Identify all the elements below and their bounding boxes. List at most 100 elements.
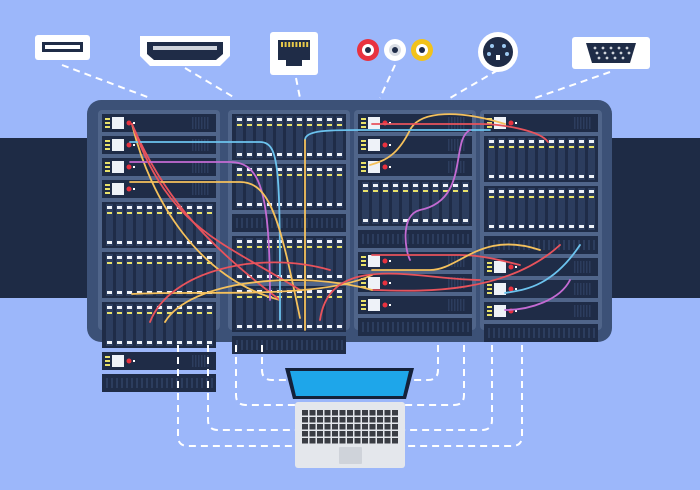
drive-led-yellow [207, 312, 212, 314]
drive-led [579, 140, 584, 143]
vent-slit [460, 277, 462, 289]
vent-slit [195, 139, 197, 151]
vent-slit [407, 322, 409, 332]
cable [129, 181, 301, 319]
drive-led-yellow [177, 212, 182, 214]
drive-bay [306, 116, 313, 158]
drive-led-yellow [579, 146, 584, 148]
vent-slit [296, 340, 298, 350]
drive-led-yellow [307, 246, 312, 248]
drive-led [327, 325, 332, 328]
vent-slit [432, 322, 434, 332]
drive-bay [236, 288, 243, 330]
unit-panel [112, 183, 124, 195]
drive-led [539, 140, 544, 143]
drive-led [307, 168, 312, 171]
drive-led-yellow [327, 124, 332, 126]
cable [369, 113, 506, 166]
drive-led-yellow [297, 246, 302, 248]
key [324, 431, 331, 437]
drive-bay [326, 238, 333, 280]
drive-led [589, 190, 594, 193]
led-yellow [361, 300, 366, 302]
vent-slit [448, 277, 450, 289]
drive-bay [442, 182, 449, 224]
vent-slit [523, 328, 525, 338]
unit-panel [368, 139, 380, 151]
drive-led-yellow [317, 246, 322, 248]
key [317, 438, 323, 444]
vent-slit [580, 117, 582, 129]
vent-slit [151, 378, 153, 388]
drive-bay [558, 188, 565, 230]
drive-led-yellow [549, 146, 554, 148]
drive-led [137, 306, 142, 309]
drive-led [363, 184, 368, 187]
drive-led [317, 325, 322, 328]
unit-bg [358, 252, 472, 270]
vent-slit [493, 328, 495, 338]
drive-led [107, 291, 112, 294]
led-yellow [105, 126, 110, 128]
led-yellow [487, 122, 492, 124]
vent-slit [437, 322, 439, 332]
drive-bay [176, 254, 183, 296]
dashed-line [61, 64, 151, 99]
drive-led [489, 140, 494, 143]
key [347, 417, 353, 423]
drive-led-yellow [489, 196, 494, 198]
key [362, 417, 368, 423]
drive-led [317, 275, 322, 278]
vent-slit [463, 299, 465, 311]
drive-led [569, 175, 574, 178]
vent-slit [586, 305, 588, 317]
drive-bay [568, 188, 575, 230]
led-yellow [487, 306, 492, 308]
drive-led [237, 240, 242, 243]
vent-slit [156, 378, 158, 388]
vent-slit [367, 322, 369, 332]
led-yellow [361, 256, 366, 258]
led-yellow [361, 282, 366, 284]
drive-bay [116, 204, 123, 246]
drive-led-yellow [327, 246, 332, 248]
drive-led [177, 341, 182, 344]
key [309, 438, 316, 444]
drive-led [197, 241, 202, 244]
key [332, 410, 338, 416]
drive-led [499, 190, 504, 193]
led-white [515, 288, 517, 290]
drive-led [307, 153, 312, 156]
vent-slit [583, 240, 585, 250]
drive-led [297, 290, 302, 293]
unit-bg [102, 180, 216, 198]
vent-slit [583, 328, 585, 338]
drive-led [277, 118, 282, 121]
vent-slit [568, 240, 570, 250]
drive-bay [316, 166, 323, 208]
led-yellow [105, 356, 110, 358]
drive-led-yellow [559, 146, 564, 148]
drive-led-yellow [413, 190, 418, 192]
key [377, 417, 383, 423]
drive-bay [266, 116, 273, 158]
key [377, 431, 383, 437]
vent-slit [204, 139, 206, 151]
vent-slit [387, 234, 389, 244]
unit-bg [358, 230, 472, 248]
vent-slit [372, 234, 374, 244]
vent-slit [553, 240, 555, 250]
vent-slit [447, 322, 449, 332]
drive-bay [256, 288, 263, 330]
vent-slit [241, 218, 243, 228]
drive-led-yellow [509, 146, 514, 148]
vent-slit [271, 340, 273, 350]
drive-led [423, 184, 428, 187]
vent-slit [204, 355, 206, 367]
vent-slit [574, 117, 576, 129]
drive-led [297, 325, 302, 328]
drive-bay-unit [358, 180, 472, 226]
vent-slit [181, 378, 183, 388]
vent-slit [321, 218, 323, 228]
drive-led [413, 184, 418, 187]
